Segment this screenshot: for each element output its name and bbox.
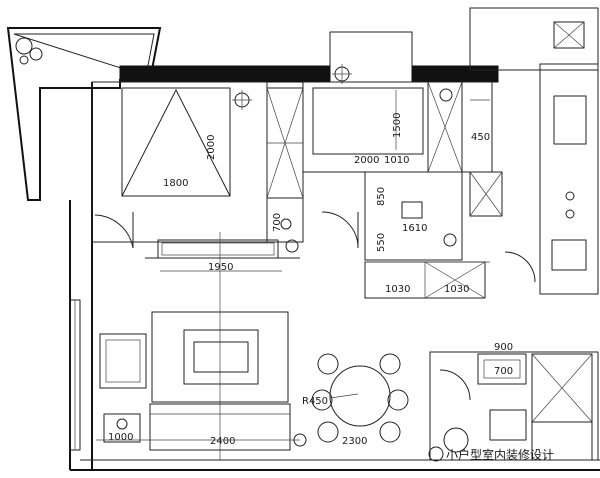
room-width-b-dim: 1010 (384, 155, 409, 166)
dining-table (329, 365, 391, 427)
bed-width-dim: 1800 (163, 178, 188, 189)
chair (317, 353, 339, 375)
wardrobe-depth-dim: 1500 (392, 113, 403, 138)
desk (312, 87, 424, 155)
watermark-text: 小户型室内装修设计 (446, 447, 554, 462)
corridor-width-dim: 1950 (208, 262, 233, 273)
balcony (6, 27, 162, 201)
bath-width-dim: 1610 (402, 223, 427, 234)
chair (379, 353, 401, 375)
stove (553, 95, 587, 145)
living-width-dim: 2400 (210, 436, 235, 447)
kitchen: 450 (461, 7, 599, 295)
side-table-dim: 1000 (108, 432, 133, 443)
entry: 900 700 (429, 342, 599, 461)
bedroom: 1800 2000 700 (91, 81, 304, 249)
toilet (401, 201, 423, 219)
bath-depth-dim: 850 (376, 187, 387, 206)
bath-small-dim: 550 (376, 233, 387, 252)
bed (121, 87, 231, 197)
closet (266, 197, 304, 243)
bed-length-dim: 2000 (206, 135, 217, 160)
table-radius-dim: R450 (302, 396, 328, 407)
second-bedroom: 2000 1010 1500 (302, 64, 463, 249)
dining: R450 2300 (302, 353, 409, 447)
cabinet-depth-dim: 700 (494, 366, 513, 377)
wechat-icon (428, 446, 444, 462)
bath-a-dim: 1030 (385, 284, 410, 295)
chair (387, 389, 409, 411)
entry-cabinet (477, 353, 527, 385)
dining-width-dim: 2300 (342, 436, 367, 447)
living-room: 1000 2400 (96, 311, 307, 451)
armchair (99, 333, 147, 389)
bathroom: 850 550 1610 1030 1030 (364, 171, 490, 299)
bath-b-dim: 1030 (444, 284, 469, 295)
chair (317, 421, 339, 443)
watermark: 小户型室内装修设计 (428, 446, 554, 462)
side-table (103, 413, 141, 443)
sink (553, 21, 585, 49)
chair (311, 389, 333, 411)
corridor: 1950 (145, 232, 300, 460)
plant-icon (15, 37, 33, 55)
kitchen-width-dim: 450 (471, 132, 490, 143)
closet-depth-dim: 700 (272, 213, 283, 232)
room-width-a-dim: 2000 (354, 155, 379, 166)
coffee-table (183, 329, 259, 385)
bedroom-door (94, 214, 134, 249)
chair (379, 421, 401, 443)
sofa (149, 403, 291, 451)
rug (151, 311, 289, 403)
cabinet-width-dim: 900 (494, 342, 513, 353)
